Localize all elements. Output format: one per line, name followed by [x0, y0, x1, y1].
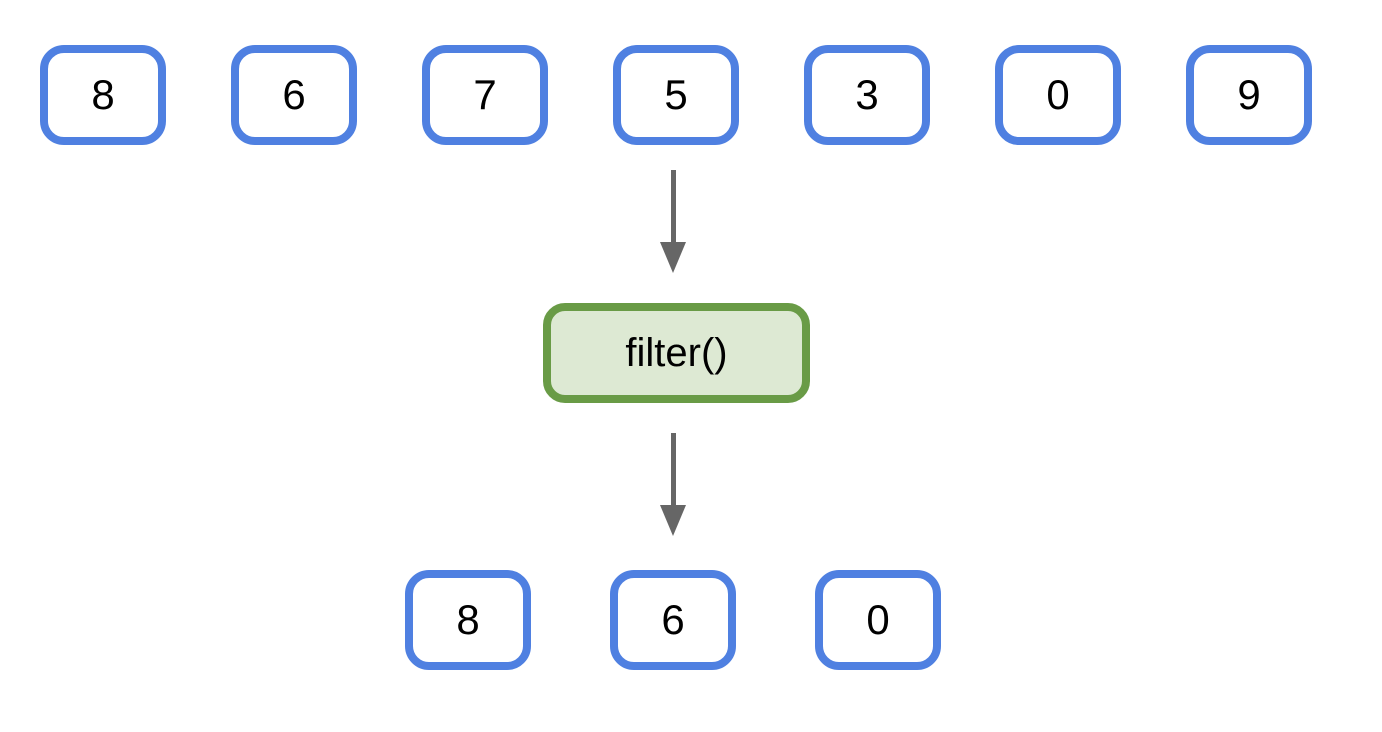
input-value-label: 8	[91, 71, 115, 118]
down-arrow-icon	[660, 170, 686, 273]
output-value-label: 8	[456, 596, 480, 643]
output-value-box: 8	[405, 570, 531, 670]
input-value-box: 6	[231, 45, 357, 145]
input-values-row: 8 6 7 5 3 0 9	[40, 45, 1312, 145]
input-value-label: 7	[473, 71, 497, 118]
filter-function-label: filter()	[625, 331, 728, 375]
input-value-label: 6	[282, 71, 306, 118]
input-value-label: 5	[664, 71, 688, 118]
output-value-box: 6	[610, 570, 736, 670]
input-value-label: 3	[855, 71, 879, 118]
output-values-row: 8 6 0	[405, 570, 941, 670]
input-value-box: 5	[613, 45, 739, 145]
output-value-label: 6	[661, 596, 685, 643]
input-value-box: 0	[995, 45, 1121, 145]
down-arrow-icon	[660, 433, 686, 536]
input-value-box: 7	[422, 45, 548, 145]
input-value-label: 9	[1237, 71, 1261, 118]
output-value-label: 0	[866, 596, 890, 643]
input-value-box: 8	[40, 45, 166, 145]
output-value-box: 0	[815, 570, 941, 670]
input-value-box: 3	[804, 45, 930, 145]
filter-function-box: filter()	[543, 303, 810, 403]
input-value-label: 0	[1046, 71, 1070, 118]
input-value-box: 9	[1186, 45, 1312, 145]
